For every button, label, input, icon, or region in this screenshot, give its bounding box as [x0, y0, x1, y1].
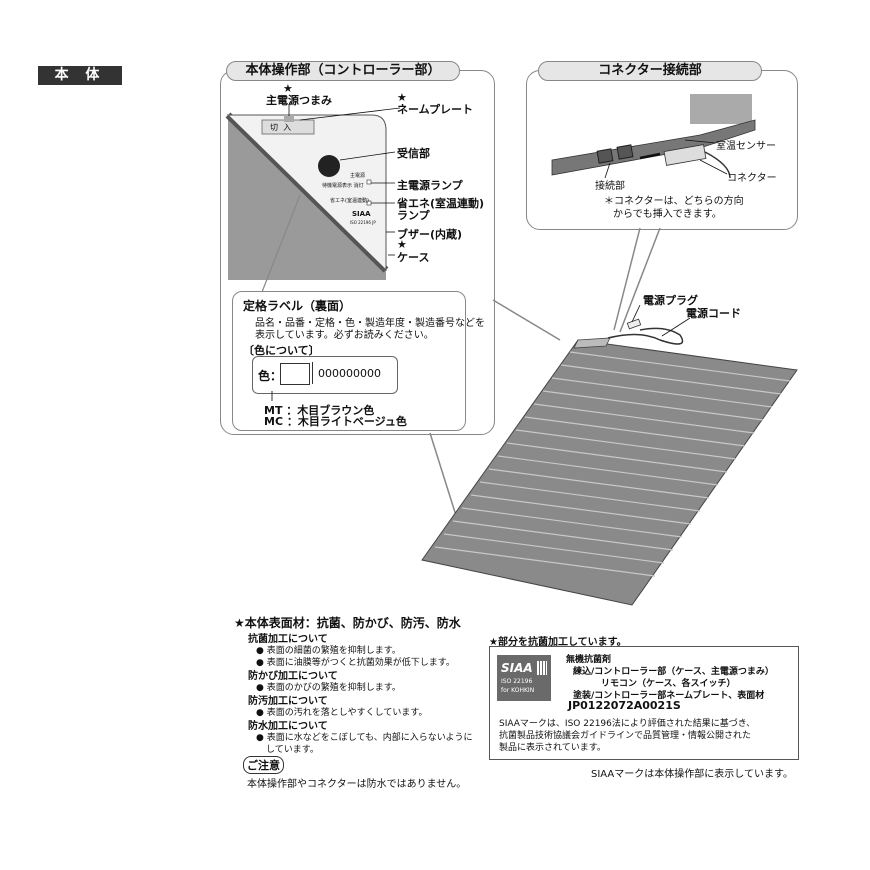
controller-device — [225, 104, 401, 293]
siaa-agent: 無機抗菌剤 — [566, 655, 612, 665]
rating-heading: 定格ラベル（裏面） — [243, 299, 352, 313]
antimold-title: 防かび加工について — [248, 671, 338, 682]
device-text: 主電源 — [350, 173, 366, 179]
color-label: 色： — [258, 369, 283, 383]
caution-badge: ご注意 — [243, 756, 284, 774]
device-text: 省エネ(室温連動) — [330, 198, 369, 204]
star-mark: ★ — [397, 238, 407, 251]
eco-lamp-label-2: ランプ — [397, 209, 430, 222]
color-label-sample — [252, 356, 398, 394]
siaa-logo-mark — [537, 661, 547, 675]
siaa-logo-main: SIAA — [501, 661, 533, 675]
siaa-code: JP0122072A0021S — [568, 699, 681, 712]
connector-heading: コネクター接続部 — [538, 61, 762, 81]
power-plug-label: 電源プラグ — [643, 294, 698, 307]
device-siaa-sub: ISO 22196 JP — [350, 220, 376, 225]
siaa-footer: SIAAマークは本体操作部に表示しています。 — [591, 769, 793, 780]
power-cord-label: 電源コード — [686, 307, 741, 320]
connector-note: からでも挿入できます。 — [613, 209, 722, 220]
siaa-line: リモコン（ケース、各スイッチ） — [601, 679, 736, 689]
siaa-logo: SIAA ISO 22196 for KOHKIN — [497, 655, 551, 701]
heating-mat — [421, 337, 798, 606]
antibacterial-title: 抗菌加工について — [248, 634, 328, 645]
color-heading: 〔色について〕 — [243, 344, 320, 357]
rating-text: 表示しています。必ずお読みください。 — [255, 330, 434, 341]
surface-heading: ★本体表面材：抗菌、防かび、防汚、防水 — [234, 616, 461, 630]
controller-heading: 本体操作部（コントローラー部） — [226, 61, 460, 81]
receiver-label: 受信部 — [397, 147, 430, 160]
port-label: 接続部 — [595, 181, 625, 192]
caution-text: 本体操作部やコネクターは防水ではありません。 — [247, 779, 467, 790]
buzzer-label: ブザー(内蔵) — [397, 228, 463, 241]
antistain-text: ● 表面の汚れを落としやすくしています。 — [256, 708, 428, 718]
siaa-logo-for: for KOHKIN — [501, 687, 535, 694]
siaa-desc: SIAAマークは、ISO 22196法により評価された結果に基づき、 — [499, 719, 756, 729]
siaa-line: 練込/コントローラー部（ケース、主電源つまみ） — [573, 667, 774, 677]
color-mt: MT ：木目ブラウン色 — [264, 404, 375, 417]
connector-illustration — [551, 92, 756, 179]
connector-label: コネクター — [727, 173, 777, 184]
color-mc: MC ：木目ライトベージュ色 — [264, 415, 407, 428]
divider — [312, 362, 313, 384]
knob-text: 切 入 — [270, 123, 292, 132]
color-swatch — [280, 363, 310, 385]
section-title: 本 体 — [38, 66, 122, 85]
siaa-box — [489, 646, 799, 760]
color-code: 000000000 — [318, 367, 381, 380]
case-label: ケース — [397, 251, 430, 264]
antibacterial-text: ● 表面の細菌の繁殖を抑制します。 — [256, 646, 401, 656]
siaa-desc: 抗菌製品技術協議会ガイドラインで品質管理・情報公開された — [499, 731, 752, 741]
antimold-text: ● 表面のかびの繁殖を抑制します。 — [256, 683, 401, 693]
siaa-line: 塗装/コントローラー部ネームプレート、表面材 — [573, 691, 765, 701]
arrow-icon — [271, 391, 273, 401]
nameplate-label: ネームプレート — [397, 103, 474, 116]
eco-lamp-label: 省エネ(室温連動) — [397, 197, 485, 210]
main-knob-label: 主電源つまみ — [266, 94, 332, 107]
star-mark: ★ — [283, 82, 293, 95]
room-sensor-label: 室温センサー — [716, 141, 776, 152]
antibacterial-text: ● 表面に油膜等がつくと抗菌効果が低下します。 — [256, 658, 455, 668]
antistain-title: 防汚加工について — [248, 696, 328, 707]
device-siaa: SIAA — [352, 210, 371, 218]
connector-note: ＊コネクターは、どちらの方向 — [604, 196, 744, 207]
star-mark: ★ — [397, 91, 407, 104]
main-lamp-label: 主電源ランプ — [397, 179, 463, 192]
waterproof-text: ● 表面に水などをこぼしても、内部に入らないように — [256, 733, 473, 743]
rating-text: 品名・品番・定格・色・製造年度・製造番号などを — [255, 318, 485, 329]
siaa-desc: 製品に表示されています。 — [499, 743, 606, 753]
waterproof-text: しています。 — [266, 745, 319, 755]
siaa-logo-iso: ISO 22196 — [501, 678, 533, 685]
waterproof-title: 防水加工について — [248, 721, 328, 732]
siaa-intro: ★部分を抗菌加工しています。 — [489, 637, 627, 648]
device-text: 待機電源表示 消灯 — [322, 183, 364, 189]
